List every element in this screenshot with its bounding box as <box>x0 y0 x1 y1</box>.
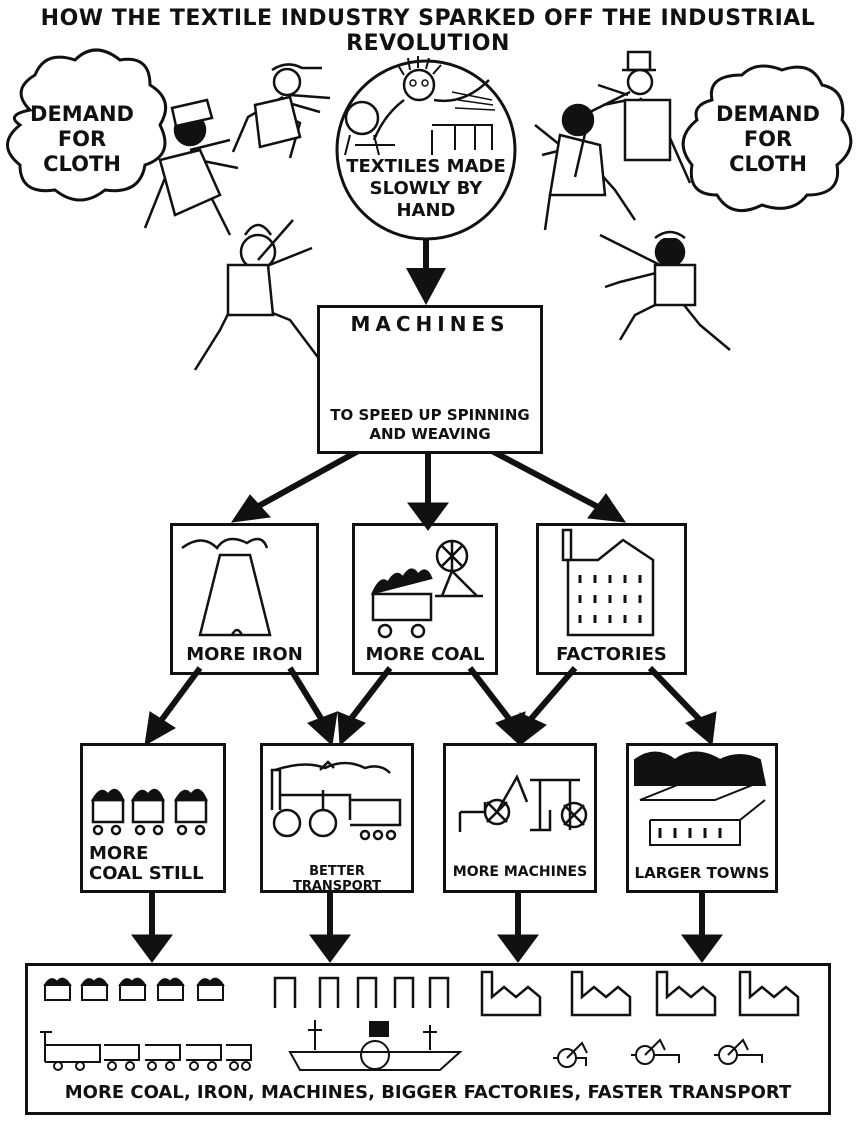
demand-left-line3: CLOTH <box>43 152 121 176</box>
coal-wagon-sketch <box>370 539 483 639</box>
hand-line2: SLOWLY BY <box>369 178 483 199</box>
demand-right-line1: DEMAND <box>716 102 820 126</box>
arrows-level3-to-result <box>131 890 723 963</box>
result-box: MORE COAL, IRON, MACHINES, BIGGER FACTOR… <box>25 963 831 1115</box>
running-figure-6 <box>599 230 731 351</box>
iron-furnace-sketch <box>181 537 272 637</box>
more-machines-sketch <box>458 774 588 832</box>
more-machines-box: MORE MACHINES <box>443 743 597 893</box>
result-factories <box>480 970 800 1017</box>
demand-cloud-right <box>681 64 853 213</box>
result-machines <box>553 1038 763 1068</box>
more-iron-box: MORE IRON <box>170 523 319 675</box>
result-coal-wagons <box>43 977 225 1001</box>
hand-line3: HAND <box>396 200 456 221</box>
hand-weaving-circle <box>335 56 517 241</box>
demand-left-line2: FOR <box>57 127 107 151</box>
demand-cloud-left <box>6 48 168 202</box>
better-transport-box: BETTER TRANSPORT <box>260 743 414 894</box>
more-coal-still-label: MORE COAL STILL <box>89 844 219 884</box>
more-coal-label: MORE COAL <box>365 644 485 665</box>
demand-right-line2: FOR <box>743 127 793 151</box>
hand-label: TEXTILES MADE SLOWLY BY HAND <box>336 156 516 222</box>
demand-left-label: DEMAND FOR CLOTH <box>22 102 142 177</box>
demand-right-label: DEMAND FOR CLOTH <box>705 102 831 177</box>
running-figure-3 <box>193 219 321 371</box>
more-coal-box: MORE COAL <box>352 523 498 675</box>
larger-town-sketch <box>634 751 767 846</box>
more-iron-label: MORE IRON <box>186 644 303 665</box>
factory-building-sketch <box>561 528 655 637</box>
larger-towns-box: LARGER TOWNS <box>626 743 778 893</box>
hand-line1: TEXTILES MADE <box>346 156 506 177</box>
result-train <box>40 1031 252 1071</box>
arrow-hand-to-machines <box>406 240 446 305</box>
arrows-level2-to-level3 <box>144 665 717 747</box>
machines-box: MACHINES TO SPEED UP SPINNING AND WEAVIN… <box>317 305 543 454</box>
result-label: MORE COAL, IRON, MACHINES, BIGGER FACTOR… <box>64 1082 792 1103</box>
locomotive-sketch <box>270 760 402 841</box>
better-transport-label: BETTER TRANSPORT <box>292 864 382 894</box>
coal-still-line1: MORE <box>89 843 149 864</box>
running-figure-2 <box>231 63 331 159</box>
demand-left-line1: DEMAND <box>30 102 134 126</box>
running-figure-1 <box>143 98 239 236</box>
result-furnaces <box>273 976 450 1008</box>
larger-towns-label: LARGER TOWNS <box>634 864 770 882</box>
more-machines-label: MORE MACHINES <box>452 864 588 880</box>
factories-box: FACTORIES <box>536 523 687 675</box>
demand-right-line3: CLOTH <box>729 152 807 176</box>
diagram-title: HOW THE TEXTILE INDUSTRY SPARKED OFF THE… <box>40 6 816 56</box>
arrows-machines-to-level2 <box>230 447 627 531</box>
running-figure-5 <box>573 50 692 184</box>
coal-wagons-row-sketch <box>90 788 208 836</box>
result-ship <box>288 1020 463 1071</box>
more-coal-still-box: MORE COAL STILL <box>80 743 226 893</box>
factories-label: FACTORIES <box>556 644 667 665</box>
machines-caption: TO SPEED UP SPINNING AND WEAVING <box>320 406 540 444</box>
machines-heading: MACHINES <box>350 312 510 336</box>
running-figure-4 <box>534 103 637 231</box>
machines-line1: TO SPEED UP SPINNING <box>330 406 530 424</box>
coal-still-line2: COAL STILL <box>89 863 204 884</box>
machines-line2: AND WEAVING <box>369 425 491 443</box>
